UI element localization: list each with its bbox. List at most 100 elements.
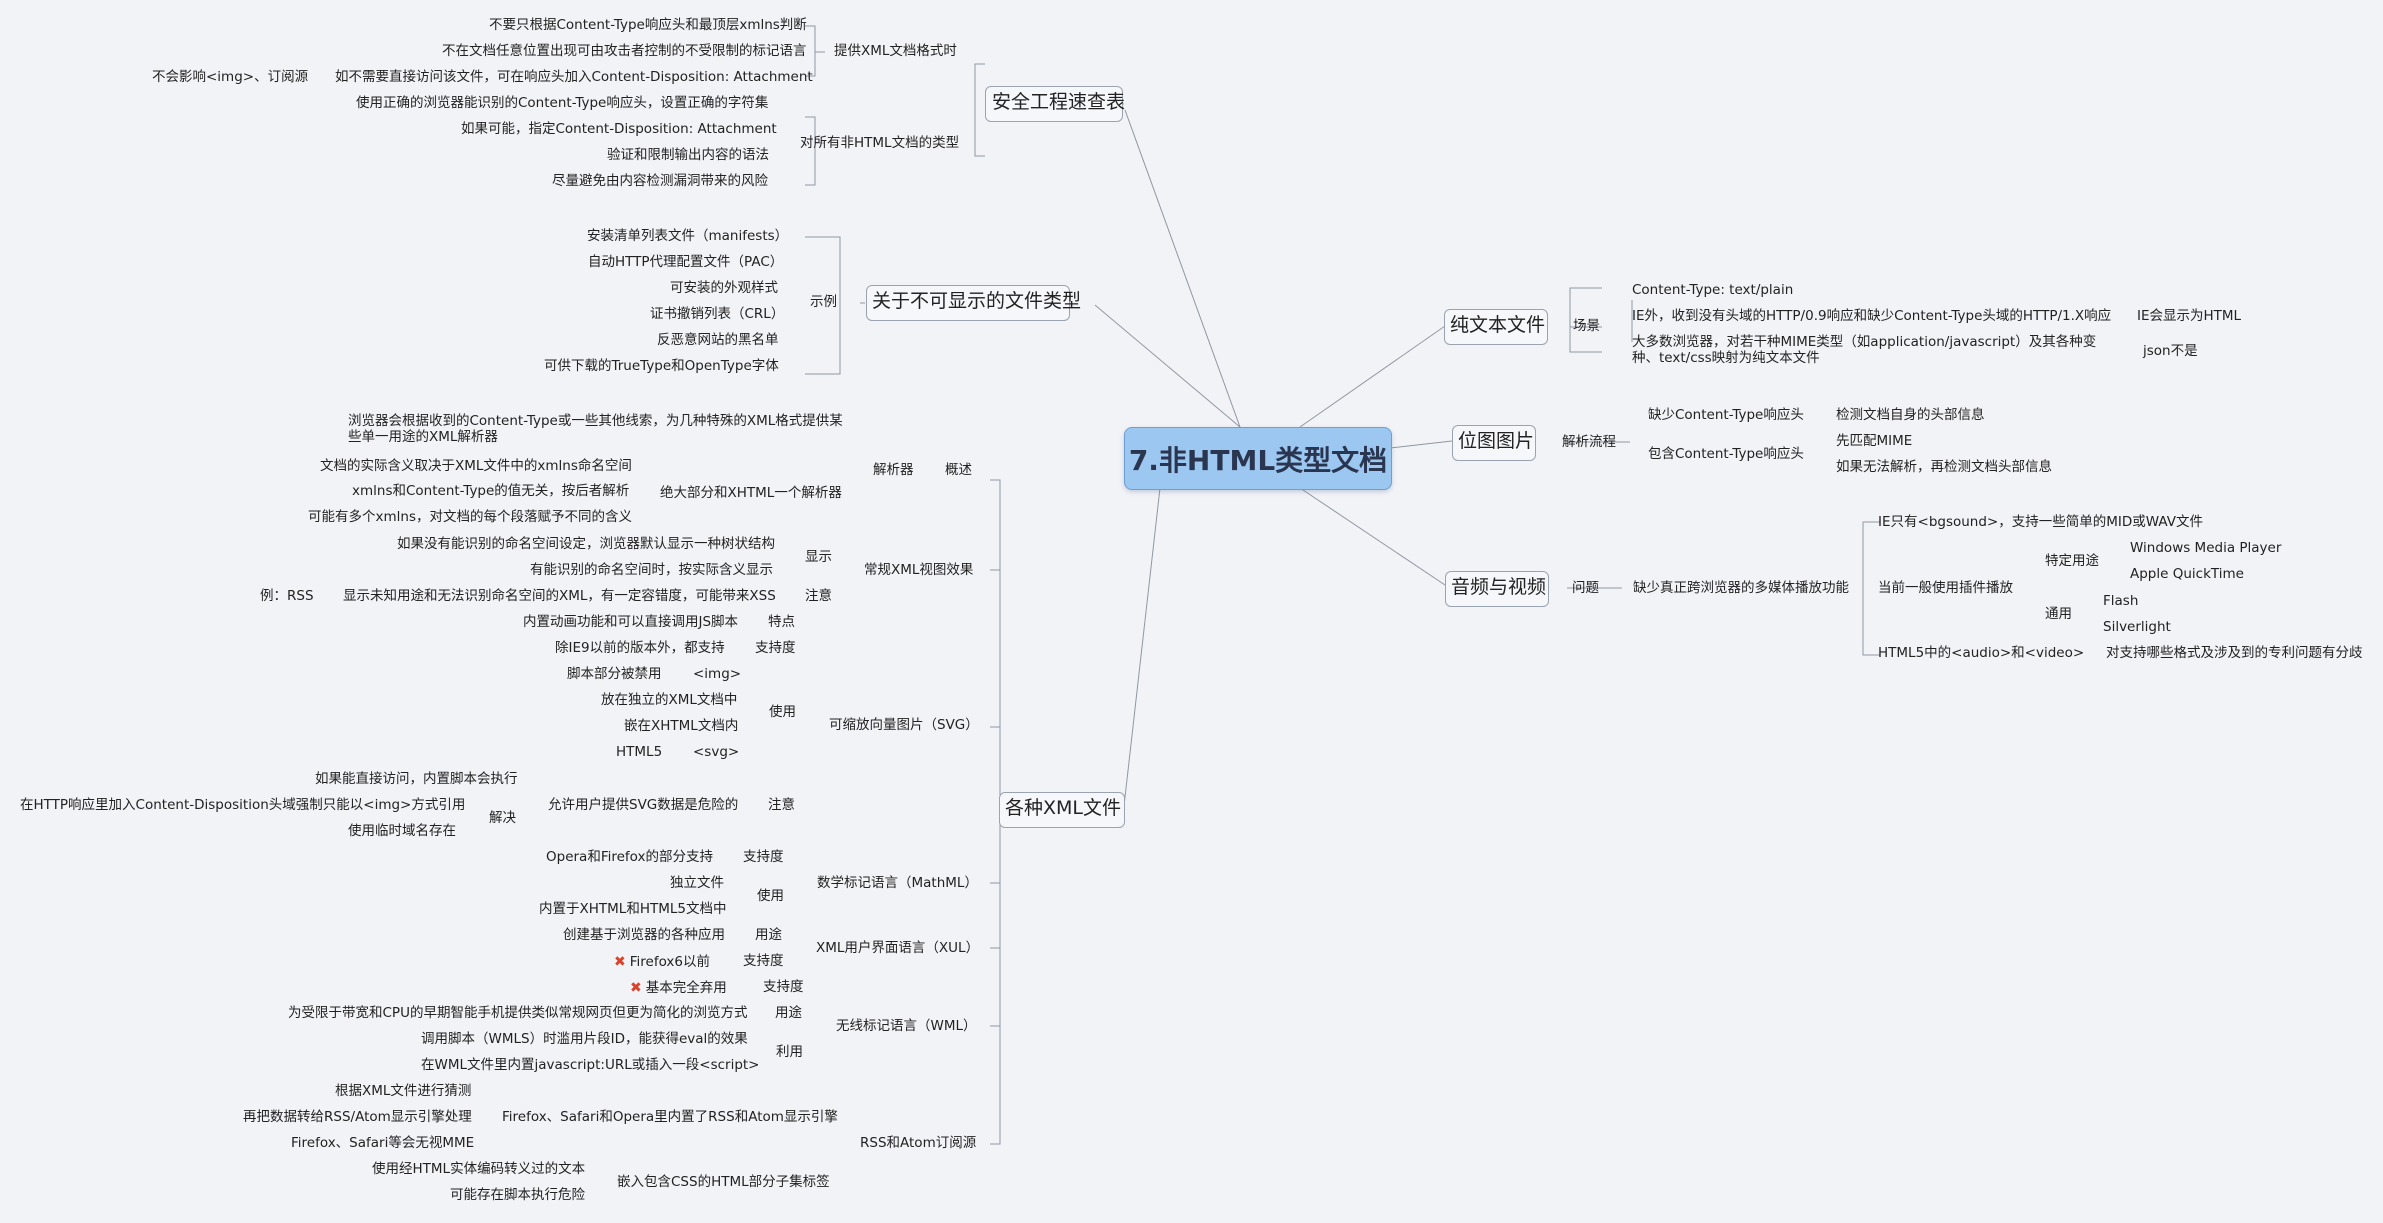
item-bitmap-missing[interactable]: 缺少Content-Type响应头 <box>1648 407 1804 423</box>
item-wml-use[interactable]: 为受限于带宽和CPU的早期智能手机提供类似常规网页但更为简化的浏览方式 <box>288 1005 748 1021</box>
item-svg-use-1[interactable]: 放在独立的XML文档中 <box>601 692 738 708</box>
item-safety-nonhtml-3[interactable]: 尽量避免由内容检测漏洞带来的风险 <box>552 173 768 189</box>
item-svg-feature[interactable]: 内置动画功能和可以直接调用JS脚本 <box>523 614 739 630</box>
item-safety-xml-0[interactable]: 不要只根据Content-Type响应头和最顶层xmlns判断 <box>489 17 807 33</box>
item-undisplayable-3[interactable]: 证书撤销列表（CRL） <box>650 306 785 322</box>
label-xul[interactable]: XML用户界面语言（XUL） <box>816 940 980 956</box>
item-rss-built-2[interactable]: Firefox、Safari等会无视MME <box>291 1135 475 1151</box>
label-overview[interactable]: 概述 <box>945 462 972 478</box>
item-safety-nonhtml-2[interactable]: 验证和限制输出内容的语法 <box>607 147 769 163</box>
label-wml[interactable]: 无线标记语言（WML） <box>836 1018 977 1034</box>
label-svg-note[interactable]: 注意 <box>768 797 795 813</box>
label-show[interactable]: 显示 <box>805 549 832 565</box>
item-av-problem[interactable]: 缺少真正跨浏览器的多媒体播放功能 <box>1633 580 1849 596</box>
item-undisplayable-2[interactable]: 可安装的外观样式 <box>670 280 778 296</box>
item-av-html5[interactable]: HTML5中的<audio>和<video> <box>1878 645 2085 661</box>
item-svg-use-2[interactable]: 嵌在XHTML文档内 <box>624 718 739 734</box>
item-specific-1[interactable]: Apple QuickTime <box>2130 566 2244 582</box>
topic-box-av[interactable] <box>1445 571 1549 607</box>
item-svg-use-3[interactable]: HTML5 <box>616 744 663 760</box>
item-mathml-use-0[interactable]: 独立文件 <box>670 875 724 891</box>
label-xml-format[interactable]: 提供XML文档格式时 <box>834 43 957 59</box>
item-general-1[interactable]: Silverlight <box>2103 619 2171 635</box>
item-plain-2[interactable]: 大多数浏览器，对若干种MIME类型（如application/javascrip… <box>1632 334 2097 366</box>
topic-box-xml[interactable] <box>999 792 1125 828</box>
topic-box-plain[interactable] <box>1444 309 1548 345</box>
item-plain-0[interactable]: Content-Type: text/plain <box>1632 282 1794 298</box>
item-rss-embed-0[interactable]: 使用经HTML实体编码转义过的文本 <box>372 1161 586 1177</box>
item-svg-use-svg[interactable]: <svg> <box>693 744 740 760</box>
label-general[interactable]: 通用 <box>2045 606 2072 622</box>
item-rss-built-1[interactable]: 再把数据转给RSS/Atom显示引擎处理 <box>243 1109 472 1125</box>
item-regular-note[interactable]: 显示未知用途和无法识别命名空间的XML，有一定容错度，可能带来XSS <box>343 588 776 604</box>
item-rss-embed-1[interactable]: 可能存在脚本执行危险 <box>450 1187 585 1203</box>
item-av-plugin[interactable]: 当前一般使用插件播放 <box>1878 580 2013 596</box>
label-regular-note[interactable]: 注意 <box>805 588 832 604</box>
item-safety-xml-1[interactable]: 不在文档任意位置出现可由攻击者控制的不受限制的标记语言 <box>442 43 807 59</box>
item-bitmap-has[interactable]: 包含Content-Type响应头 <box>1648 446 1804 462</box>
label-svg[interactable]: 可缩放向量图片（SVG） <box>829 717 979 733</box>
label-parser[interactable]: 解析器 <box>873 462 914 478</box>
item-rss-embed[interactable]: 嵌入包含CSS的HTML部分子集标签 <box>617 1174 830 1190</box>
label-parse-flow[interactable]: 解析流程 <box>1562 434 1616 450</box>
label-example[interactable]: 示例 <box>810 294 837 310</box>
item-wml-support[interactable]: ✖基本完全弃用 <box>630 980 727 997</box>
item-xul-use[interactable]: 创建基于浏览器的各种应用 <box>563 927 725 943</box>
label-xul-use[interactable]: 用途 <box>755 927 782 943</box>
item-xul-support[interactable]: ✖Firefox6以前 <box>614 954 710 971</box>
item-svg-support[interactable]: 除IE9以前的版本外，都支持 <box>555 640 725 656</box>
label-rss[interactable]: RSS和Atom订阅源 <box>860 1135 977 1151</box>
item-bitmap-has-1[interactable]: 如果无法解析，再检测文档头部信息 <box>1836 459 2052 475</box>
item-undisplayable-0[interactable]: 安装清单列表文件（manifests） <box>587 228 789 244</box>
item-parser-first[interactable]: 浏览器会根据收到的Content-Type或一些其他线索，为几种特殊的XML格式… <box>348 413 843 445</box>
item-svg-use-img[interactable]: <img> <box>693 666 742 682</box>
label-svg-feature[interactable]: 特点 <box>768 614 795 630</box>
topic-box-safety[interactable] <box>985 86 1123 122</box>
item-most-2[interactable]: 可能有多个xmlns，对文档的每个段落赋予不同的含义 <box>308 509 632 525</box>
item-svg-solve-0[interactable]: 在HTTP响应里加入Content-Disposition头域强制只能以<img… <box>20 797 466 813</box>
item-av-html5-note[interactable]: 对支持哪些格式及涉及到的专利问题有分歧 <box>2106 645 2363 661</box>
item-show-0[interactable]: 如果没有能识别的命名空间设定，浏览器默认显示一种树状结构 <box>397 536 775 552</box>
label-wml-exploit[interactable]: 利用 <box>776 1044 803 1060</box>
item-svg-danger-0[interactable]: 如果能直接访问，内置脚本会执行 <box>315 771 518 787</box>
label-svg-support[interactable]: 支持度 <box>755 640 796 656</box>
label-most-parser[interactable]: 绝大部分和XHTML一个解析器 <box>660 485 842 501</box>
note-img-feed[interactable]: 不会影响<img>、订阅源 <box>152 69 309 85</box>
item-bitmap-missing-note[interactable]: 检测文档自身的头部信息 <box>1836 407 1985 423</box>
topic-box-bitmap[interactable] <box>1452 425 1536 461</box>
label-problem[interactable]: 问题 <box>1572 580 1599 596</box>
item-specific-0[interactable]: Windows Media Player <box>2130 540 2282 556</box>
label-wml-support[interactable]: 支持度 <box>763 979 804 995</box>
label-non-html[interactable]: 对所有非HTML文档的类型 <box>800 135 960 151</box>
item-plain-1[interactable]: IE外，收到没有头域的HTTP/0.9响应和缺少Content-Type头域的H… <box>1632 308 2112 324</box>
note-ie-html[interactable]: IE会显示为HTML <box>2137 308 2242 324</box>
item-safety-nonhtml-0[interactable]: 使用正确的浏览器能识别的Content-Type响应头，设置正确的字符集 <box>356 95 769 111</box>
item-safety-nonhtml-1[interactable]: 如果可能，指定Content-Disposition: Attachment <box>461 121 777 137</box>
item-bitmap-has-0[interactable]: 先匹配MIME <box>1836 433 1913 449</box>
item-rss-example[interactable]: 例：RSS <box>260 588 314 604</box>
item-rss-builtin[interactable]: Firefox、Safari和Opera里内置了RSS和Atom显示引擎 <box>502 1109 838 1125</box>
label-mathml-support[interactable]: 支持度 <box>743 849 784 865</box>
item-undisplayable-4[interactable]: 反恶意网站的黑名单 <box>657 332 779 348</box>
item-mathml-support[interactable]: Opera和Firefox的部分支持 <box>546 849 714 865</box>
topic-box-undisplayable[interactable] <box>866 285 1070 321</box>
label-mathml-use[interactable]: 使用 <box>757 888 784 904</box>
root-topic[interactable]: 7.非HTML类型文档 <box>1124 427 1392 490</box>
item-svg-solve-1[interactable]: 使用临时域名存在 <box>348 823 456 839</box>
label-wml-use[interactable]: 用途 <box>775 1005 802 1021</box>
item-undisplayable-1[interactable]: 自动HTTP代理配置文件（PAC） <box>588 254 784 270</box>
item-rss-built-0[interactable]: 根据XML文件进行猜测 <box>335 1083 472 1099</box>
label-scene[interactable]: 场景 <box>1573 318 1600 334</box>
item-most-1[interactable]: xmlns和Content-Type的值无关，按后者解析 <box>352 483 630 499</box>
item-undisplayable-5[interactable]: 可供下载的TrueType和OpenType字体 <box>544 358 779 374</box>
label-svg-use[interactable]: 使用 <box>769 704 796 720</box>
label-mathml[interactable]: 数学标记语言（MathML） <box>817 875 978 891</box>
label-svg-solve[interactable]: 解决 <box>489 810 516 826</box>
note-json[interactable]: json不是 <box>2143 343 2198 359</box>
item-wml-exploit-0[interactable]: 调用脚本（WMLS）时滥用片段ID，能获得eval的效果 <box>421 1031 748 1047</box>
item-svg-danger[interactable]: 允许用户提供SVG数据是危险的 <box>548 797 739 813</box>
item-safety-xml-2[interactable]: 如不需要直接访问该文件，可在响应头加入Content-Disposition: … <box>335 69 813 85</box>
item-general-0[interactable]: Flash <box>2103 593 2139 609</box>
item-show-1[interactable]: 有能识别的命名空间时，按实际含义显示 <box>530 562 773 578</box>
item-wml-exploit-1[interactable]: 在WML文件里内置javascript:URL或插入一段<script> <box>421 1057 760 1073</box>
